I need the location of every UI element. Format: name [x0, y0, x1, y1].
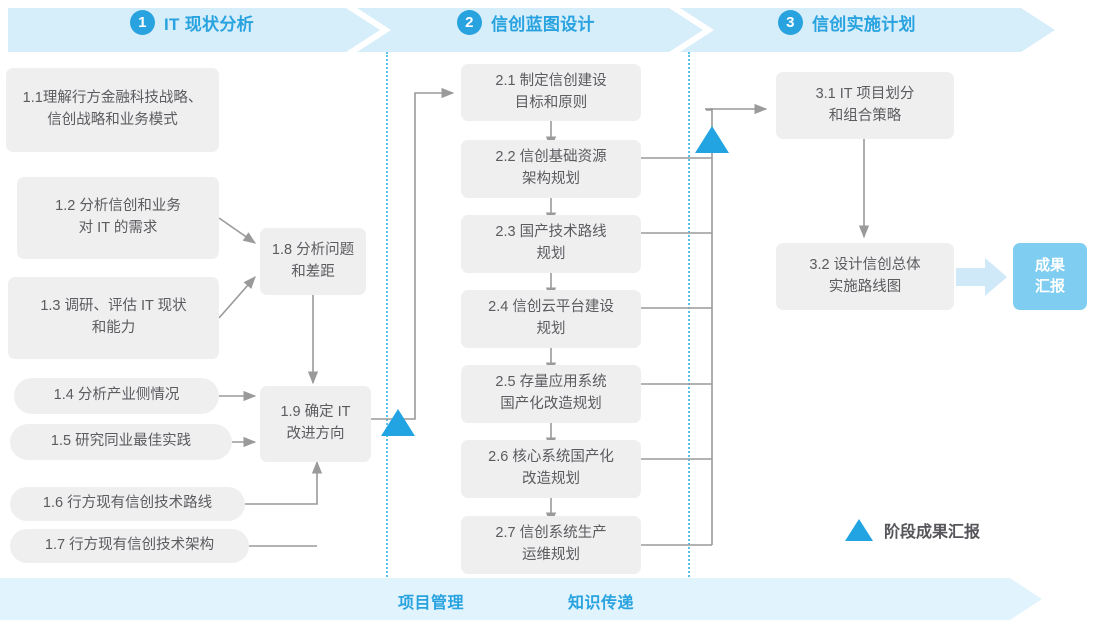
node-1-4-label: 1.4 分析产业侧情况: [53, 387, 180, 404]
node-1-6-label: 1.6 行方现有信创技术路线: [42, 495, 213, 512]
node-2-6-label: 2.6 核心系统国产化改造规划: [488, 449, 614, 487]
milestone-triangle-phase1: [381, 409, 415, 436]
phase-3-number: 3: [778, 9, 803, 35]
node-1-8[interactable]: 1.8 分析问题和差距: [260, 228, 366, 295]
phase-1-number: 1: [130, 9, 155, 35]
node-1-1-label: 1.1理解行方金融科技战略、信创战略和业务模式: [22, 90, 203, 128]
node-2-4[interactable]: 2.4 信创云平台建设规划: [461, 290, 641, 348]
legend: 阶段成果汇报: [845, 518, 980, 542]
milestone-triangle-phase2: [695, 126, 729, 153]
node-2-2-label: 2.2 信创基础资源架构规划: [495, 149, 607, 187]
footer-item-project-management[interactable]: 项目管理: [398, 595, 465, 612]
node-1-5-label: 1.5 研究同业最佳实践: [50, 433, 192, 450]
node-2-5-label: 2.5 存量应用系统国产化改造规划: [495, 374, 607, 412]
node-3-2[interactable]: 3.2 设计信创总体实施路线图: [776, 243, 954, 310]
node-1-6[interactable]: 1.6 行方现有信创技术路线: [10, 487, 245, 521]
node-1-7-label: 1.7 行方现有信创技术架构: [44, 537, 215, 554]
phase-divider-2-3: [688, 52, 690, 580]
node-2-7[interactable]: 2.7 信创系统生产运维规划: [461, 516, 641, 574]
node-result-report-label: 成果汇报: [1034, 257, 1065, 295]
phase-divider-1-2: [386, 52, 388, 580]
node-2-3-label: 2.3 国产技术路线规划: [495, 224, 607, 262]
phase-2-number: 2: [457, 9, 482, 35]
legend-label: 阶段成果汇报: [884, 524, 981, 541]
node-2-3[interactable]: 2.3 国产技术路线规划: [461, 215, 641, 273]
milestone-triangle-icon: [845, 519, 873, 541]
node-2-1[interactable]: 2.1 制定信创建设目标和原则: [461, 64, 641, 121]
node-1-7[interactable]: 1.7 行方现有信创技术架构: [10, 529, 249, 563]
node-2-5[interactable]: 2.5 存量应用系统国产化改造规划: [461, 365, 641, 423]
node-1-8-label: 1.8 分析问题和差距: [271, 241, 355, 280]
node-result-report[interactable]: 成果汇报: [1013, 243, 1087, 310]
node-2-6[interactable]: 2.6 核心系统国产化改造规划: [461, 440, 641, 498]
footer-band: [0, 578, 1050, 620]
phase-1-label: IT 现状分析: [164, 14, 254, 34]
node-1-2[interactable]: 1.2 分析信创和业务对 IT 的需求: [17, 177, 219, 259]
node-1-4[interactable]: 1.4 分析产业侧情况: [14, 378, 219, 414]
node-3-1-label: 3.1 IT 项目划分和组合策略: [815, 85, 915, 124]
node-2-1-label: 2.1 制定信创建设目标和原则: [495, 72, 607, 111]
node-2-4-label: 2.4 信创云平台建设规划: [488, 299, 614, 337]
footer-item-knowledge-transfer[interactable]: 知识传递: [568, 595, 635, 612]
node-2-2[interactable]: 2.2 信创基础资源架构规划: [461, 140, 641, 198]
node-1-5[interactable]: 1.5 研究同业最佳实践: [10, 424, 232, 460]
node-1-1[interactable]: 1.1理解行方金融科技战略、信创战略和业务模式: [6, 68, 219, 152]
phase-1-header[interactable]: 1 IT 现状分析: [130, 8, 254, 36]
node-1-2-label: 1.2 分析信创和业务对 IT 的需求: [55, 198, 181, 236]
phase-2-header[interactable]: 2 信创蓝图设计: [457, 8, 595, 36]
phase-2-label: 信创蓝图设计: [491, 14, 595, 34]
phase-3-label: 信创实施计划: [812, 14, 916, 34]
node-2-7-label: 2.7 信创系统生产运维规划: [495, 525, 607, 563]
node-1-3[interactable]: 1.3 调研、评估 IT 现状和能力: [8, 277, 219, 359]
node-1-3-label: 1.3 调研、评估 IT 现状和能力: [40, 298, 187, 336]
phase-3-header[interactable]: 3 信创实施计划: [778, 8, 916, 36]
node-3-2-label: 3.2 设计信创总体实施路线图: [809, 256, 921, 295]
node-3-1[interactable]: 3.1 IT 项目划分和组合策略: [776, 72, 954, 139]
